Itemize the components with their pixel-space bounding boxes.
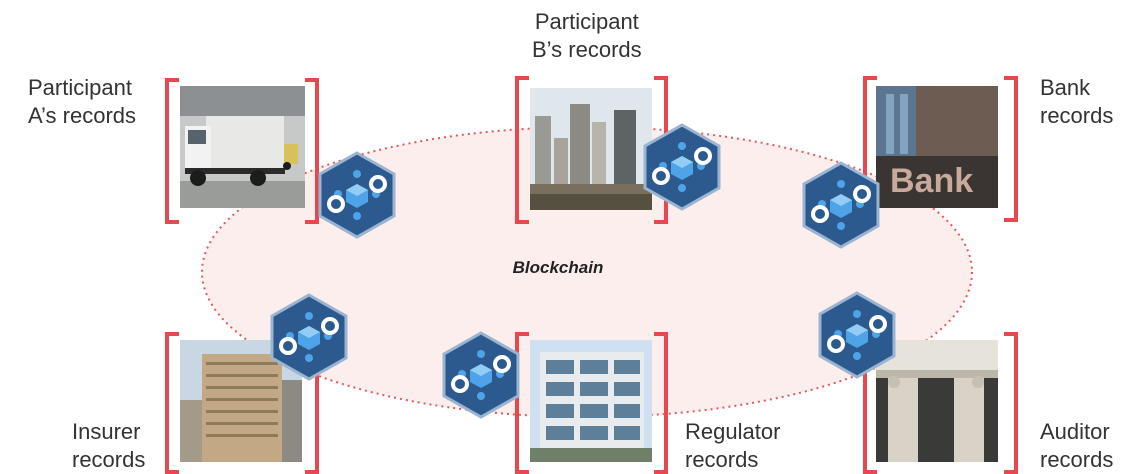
- auditor-bracket-right: [1004, 332, 1018, 474]
- participant-b-label: Participant B’s records: [532, 9, 642, 62]
- regulator-bracket-left: [515, 332, 529, 474]
- insurer-bracket-left: [165, 332, 179, 474]
- blockchain-node-icon: [270, 293, 348, 381]
- participant-a-label: Participant A’s records: [28, 75, 137, 128]
- blockchain-node-icon: [818, 291, 896, 379]
- bank-sign-text: Bank: [890, 162, 973, 200]
- participant-a-bracket-left: [165, 78, 179, 224]
- blockchain-label: Blockchain: [512, 258, 604, 277]
- blockchain-node-icon: [643, 123, 721, 211]
- blockchain-node-icon: [318, 151, 396, 239]
- columns-building-photo: [876, 340, 998, 462]
- insurer-label: Insurer records: [72, 419, 146, 472]
- participant-b-bracket-left: [515, 76, 529, 224]
- bank-label: Bank records: [1040, 75, 1114, 128]
- glass-office-photo: [530, 340, 652, 462]
- auditor-label: Auditor records: [1040, 419, 1114, 472]
- bank-bracket-right: [1004, 76, 1018, 222]
- truck-warehouse-photo: [180, 86, 305, 208]
- regulator-label: Regulator records: [685, 419, 781, 472]
- blockchain-node-icon: [442, 331, 520, 419]
- participant-a-bracket-right: [305, 78, 319, 224]
- blockchain-node-icon: [802, 161, 880, 249]
- bank-facade-photo: Bank: [876, 86, 998, 208]
- office-tower-photo: [180, 340, 302, 462]
- city-skyline-photo: [530, 88, 652, 210]
- regulator-bracket-right: [654, 332, 668, 474]
